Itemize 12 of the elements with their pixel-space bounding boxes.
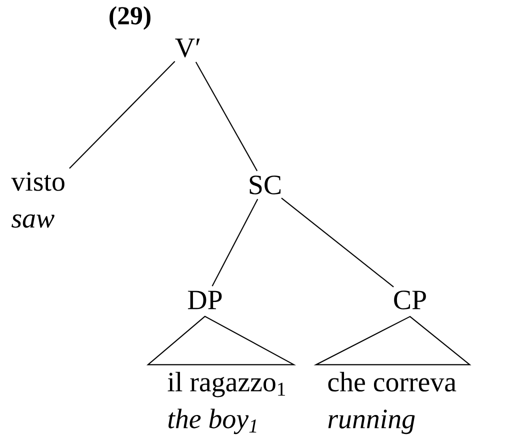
branch-line (281, 198, 394, 288)
branch-line (212, 198, 258, 286)
category-label: CP (394, 290, 426, 310)
example-number: (29) (110, 6, 150, 30)
branch-line (69, 61, 176, 169)
branch-line (195, 62, 258, 172)
category-label: SC (250, 176, 281, 194)
category-label: DP (188, 290, 222, 310)
category-label: V′ (175, 38, 200, 58)
phrase-gloss: che correva running (328, 372, 456, 434)
word-gloss: visto saw (11, 172, 64, 228)
phrase-gloss: il ragazzo$_{1}$ the boy$_{1}$ (168, 372, 285, 434)
